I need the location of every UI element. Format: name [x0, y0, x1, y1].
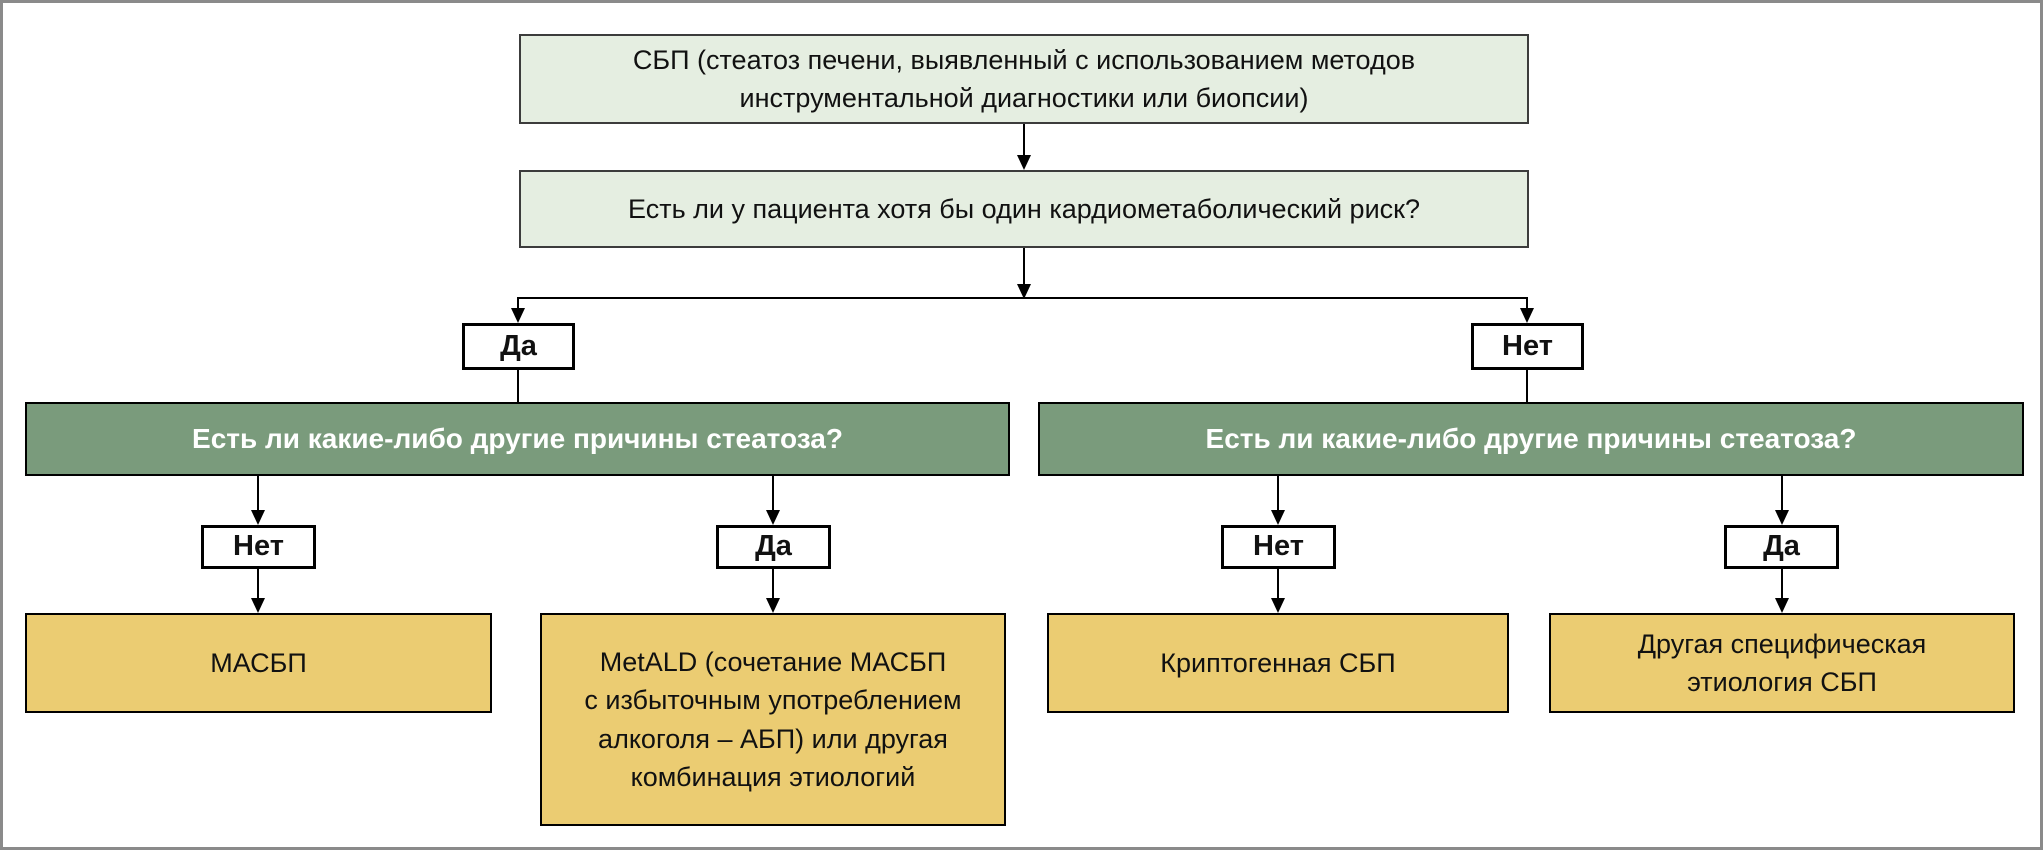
connector-no-to-cryptogenic — [1277, 569, 1279, 598]
node-outcome-cryptogenic: Криптогенная СБП — [1047, 613, 1509, 713]
connector-split-to-no — [1526, 299, 1528, 309]
connector-root-to-question — [1023, 124, 1025, 156]
node-outcome-other-specific: Другая специфическая этиология СБП — [1549, 613, 2015, 713]
arrow-down-icon — [251, 510, 265, 525]
arrow-down-icon — [1775, 510, 1789, 525]
connector-yes-to-other-etiology — [1781, 569, 1783, 598]
arrow-down-icon — [1520, 308, 1534, 323]
node-no-right-branch: Нет — [1221, 525, 1336, 569]
node-no-level1: Нет — [1471, 323, 1584, 370]
arrow-down-icon — [766, 598, 780, 613]
arrow-down-icon — [1775, 598, 1789, 613]
node-no-left-branch: Нет — [201, 525, 316, 569]
node-outcome-metald: MetALD (сочетание МАСБП с избыточным упо… — [540, 613, 1006, 826]
arrow-down-icon — [251, 598, 265, 613]
arrow-down-icon — [511, 308, 525, 323]
node-outcome-masld: МАСБП — [25, 613, 492, 713]
connector-no-to-right-bar — [1526, 370, 1528, 402]
arrow-down-icon — [1017, 155, 1031, 170]
node-cardiometabolic-question: Есть ли у пациента хотя бы один кардиоме… — [519, 170, 1529, 248]
connector-yes-to-metald — [772, 569, 774, 598]
connector-no-to-masld — [257, 569, 259, 598]
arrow-down-icon — [766, 510, 780, 525]
node-yes-left-branch: Да — [716, 525, 831, 569]
connector-yes-to-left-bar — [517, 370, 519, 402]
connector-split-to-yes — [517, 299, 519, 309]
node-yes-right-branch: Да — [1724, 525, 1839, 569]
arrow-down-icon — [1017, 284, 1031, 299]
node-sbp-root: СБП (стеатоз печени, выявленный с исполь… — [519, 34, 1529, 124]
connector-question-to-split — [1023, 248, 1025, 285]
node-yes-level1: Да — [462, 323, 575, 370]
node-other-causes-right: Есть ли какие-либо другие причины стеато… — [1038, 402, 2024, 476]
arrow-down-icon — [1271, 598, 1285, 613]
connector-leftbar-to-yes — [772, 476, 774, 510]
connector-split-horizontal — [517, 297, 1528, 299]
connector-rightbar-to-no — [1277, 476, 1279, 510]
connector-leftbar-to-no — [257, 476, 259, 510]
arrow-down-icon — [1271, 510, 1285, 525]
node-other-causes-left: Есть ли какие-либо другие причины стеато… — [25, 402, 1010, 476]
connector-rightbar-to-yes — [1781, 476, 1783, 510]
